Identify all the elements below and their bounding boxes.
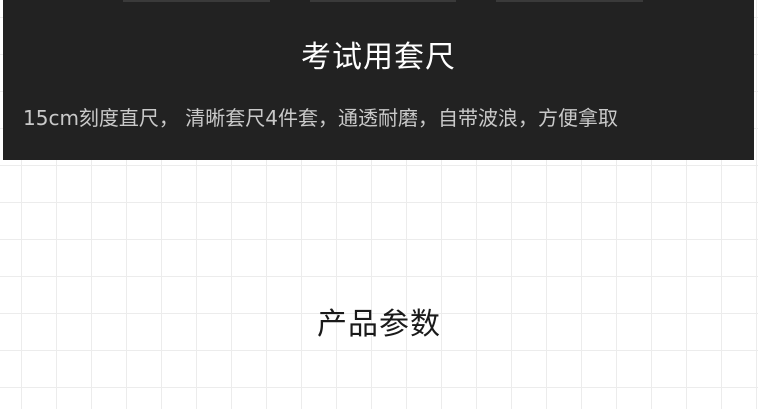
cropped-top-text-fragment	[123, 0, 644, 3]
product-description: 15cm刻度直尺， 清晰套尺4件套，通透耐磨，自带波浪，方便拿取	[23, 106, 619, 130]
product-title: 考试用套尺	[301, 40, 456, 75]
product-banner: 考试用套尺 15cm刻度直尺， 清晰套尺4件套，通透耐磨，自带波浪，方便拿取	[3, 0, 754, 160]
section-heading-product-parameters: 产品参数	[317, 307, 441, 342]
